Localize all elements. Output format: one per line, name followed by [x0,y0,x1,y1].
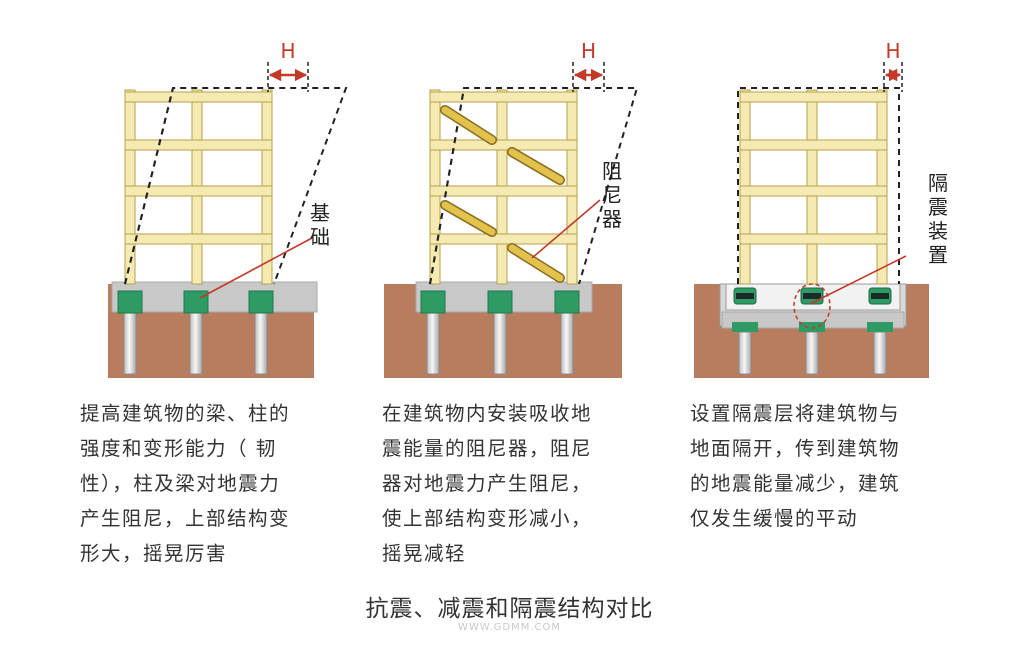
description-line: 地面隔开，传到建筑物 [690,437,901,460]
deformed-edge [124,87,174,285]
description-line: 在建筑物内安装吸收地 [382,402,593,425]
callout-char: 阻 [602,159,622,183]
frame-beam [429,91,578,103]
foundation-pile [254,311,268,375]
foundation-pile [123,311,137,375]
footing-block [117,290,143,314]
description-line: 震能量的阻尼器，阻尼 [382,437,593,460]
callout-char: 装 [928,219,948,243]
callout-char: 础 [310,225,330,249]
dimension-label: H [581,39,596,63]
foundation-pile [805,331,819,375]
description-line: 器对地震力产生阻尼， [382,472,593,495]
callout-char: 器 [602,207,622,231]
foundation-pile [426,311,440,375]
panel-energy_dissipation: H 阻尼器 [384,39,639,378]
frame-beam [739,91,888,103]
frame-beam [429,233,578,245]
footing-block [487,290,513,314]
description-line: 设置隔震层将建筑物与 [690,402,901,425]
footing-block [554,290,580,314]
description-seismic-resistance: 提高建筑物的梁、柱的 强度和变形能力（ 韧 性），柱及梁对地震力 产生阻尼，上部… [80,396,290,571]
foundation-slab [111,281,318,313]
bearing-highlight [793,283,831,329]
frame-beam [124,185,273,197]
frame-beam [429,185,578,197]
footing-block [183,290,209,314]
isolation-bearing-core [871,293,889,299]
pile-cap [867,322,893,332]
frame-beam [124,139,273,151]
description-line: 摇晃减轻 [382,542,467,565]
foundation-pile [493,311,507,375]
description-line: 使上部结构变形减小， [382,507,593,530]
dimension-label: H [280,39,295,63]
foundation-pile [738,331,752,375]
frame-beam [739,233,888,245]
foundation-pile [873,331,887,375]
pile-cap [799,322,825,332]
watermark: WWW.GDMM.COM [457,622,562,633]
callout-leader [809,255,907,305]
callout-char: 隔 [928,171,948,195]
isolation-bearing-core [803,293,821,299]
description-base-isolation: 设置隔震层将建筑物与 地面隔开，传到建筑物 的地震能量减少，建筑 仅发生缓慢的平… [690,396,900,536]
description-line: 强度和变形能力（ 韧 [80,437,277,460]
description-line: 仅发生缓慢的平动 [690,507,859,530]
callout-char: 尼 [602,183,622,207]
footing-block [248,290,274,314]
description-line: 提高建筑物的梁、柱的 [80,402,291,425]
description-energy-dissipation: 在建筑物内安装吸收地 震能量的阻尼器，阻尼 器对地震力产生阻尼， 使上部结构变形… [382,396,592,571]
frame-beam [429,139,578,151]
damper [441,106,496,144]
description-line: 的地震能量减少，建筑 [690,472,901,495]
footing-block [420,290,446,314]
frame-beam [739,139,888,151]
damper [508,244,564,282]
displaced-outline [737,87,900,284]
isolation-bearing-core [736,293,754,299]
damper [441,201,496,236]
description-line: 产生阻尼，上部结构变 [80,507,291,530]
callout-leader [199,237,313,299]
callout-char: 基 [310,201,330,225]
damper [508,148,564,184]
callout-leader [531,199,601,259]
description-line: 性），柱及梁对地震力 [80,472,281,495]
pile-cap [732,322,758,332]
frame-beam [124,233,273,245]
foundation-pile [189,311,203,375]
callout-char: 置 [928,243,948,267]
figure-caption: 抗震、减震和隔震结构对比 [365,596,654,622]
foundation-pile [560,311,574,375]
description-line: 形大，摇晃厉害 [80,542,228,565]
frame-beam [124,91,273,103]
panel-seismic_resistance: H 基础 [108,39,348,378]
callout-char: 震 [928,195,948,219]
dimension-label: H [885,39,900,63]
frame-beam [739,185,888,197]
